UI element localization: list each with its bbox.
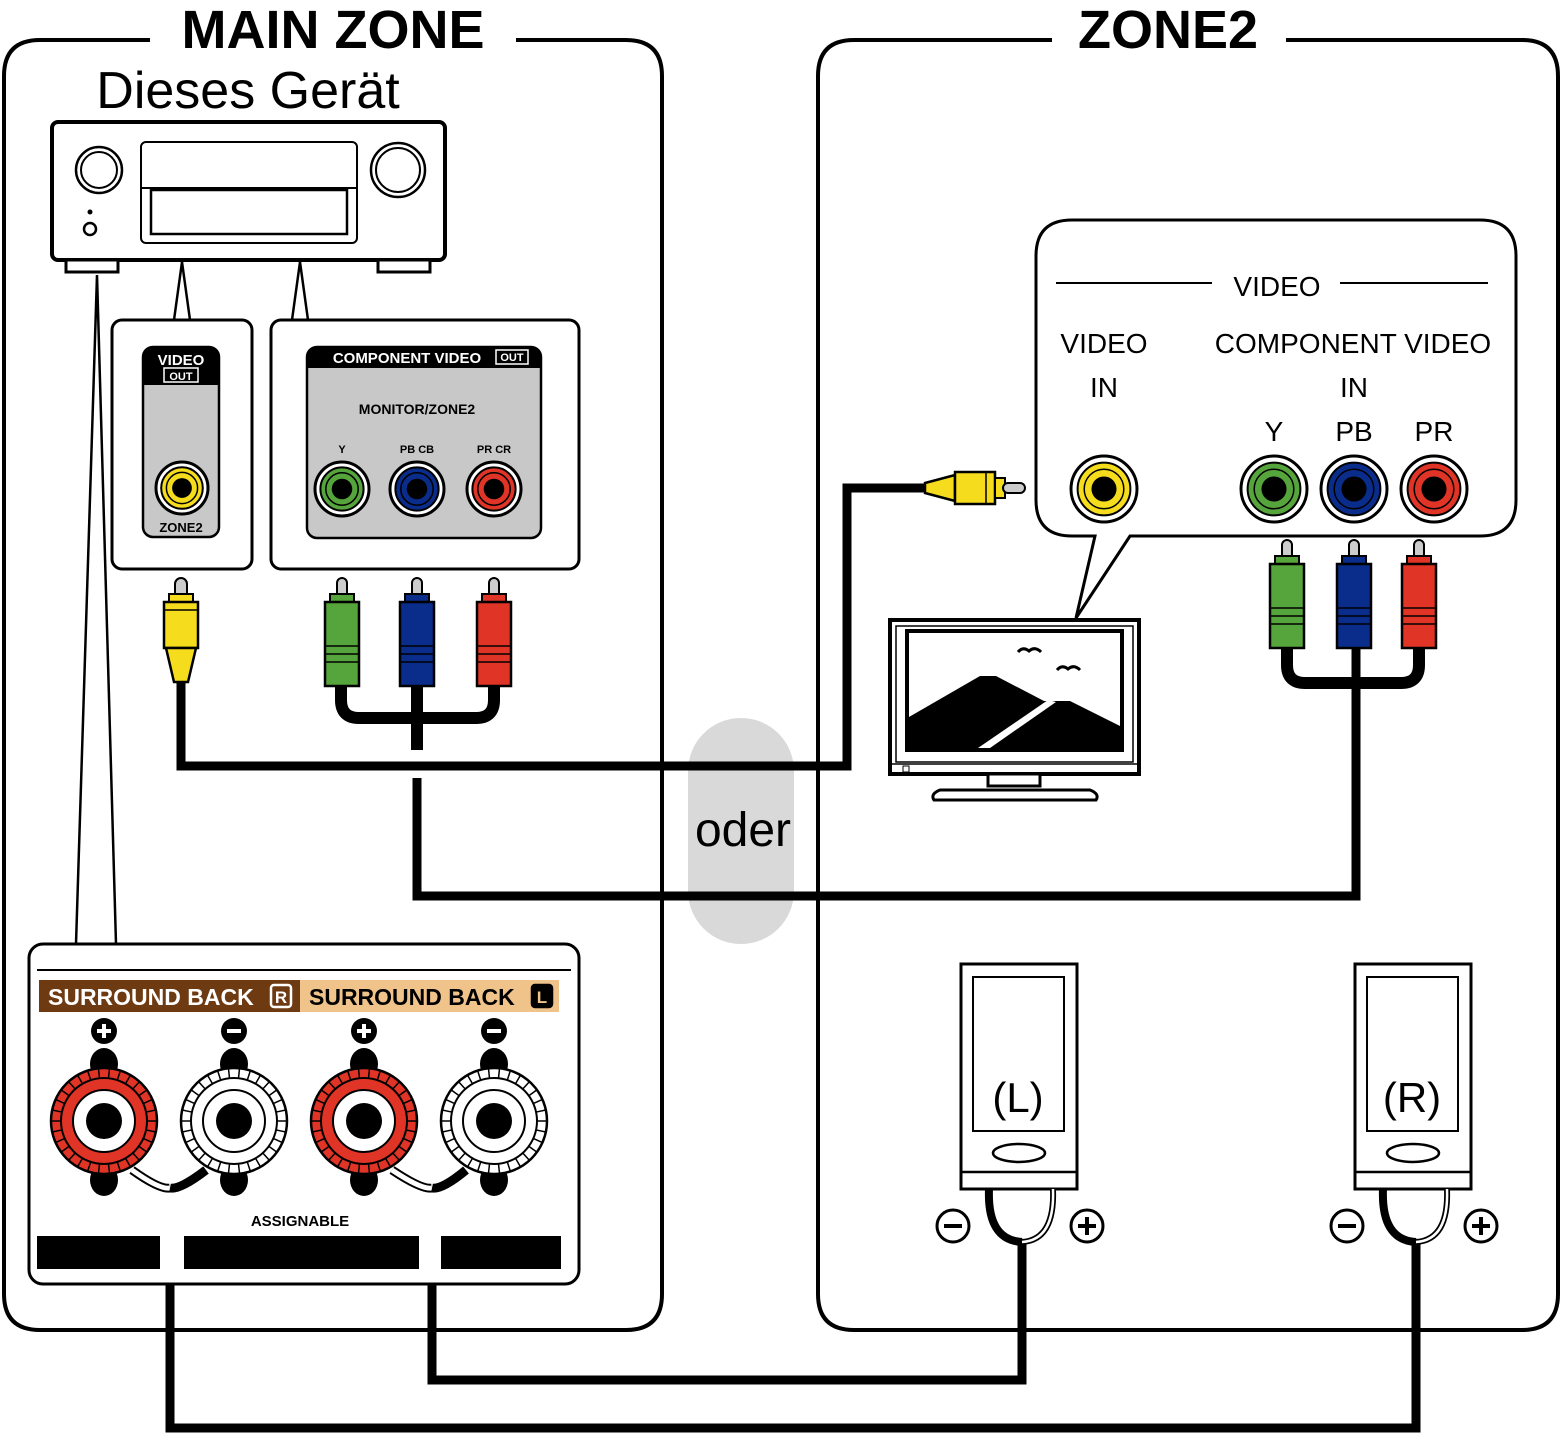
assignable-label: ASSIGNABLE: [251, 1213, 349, 1230]
tv-component-jack-label: Y: [1265, 416, 1284, 447]
video-out-jack[interactable]: [154, 460, 210, 516]
surround-back-label: SURROUND BACK: [309, 984, 515, 1010]
composite-plug: [162, 577, 200, 684]
power-button-icon: [82, 221, 98, 237]
tv-input-panel: VIDEO VIDEO IN COMPONENT VIDEO IN Y PB PR: [1034, 218, 1518, 619]
component-plug: [398, 577, 436, 688]
speaker-left: (L): [935, 962, 1105, 1246]
tv-component-jack-label: PR: [1415, 416, 1454, 447]
positive-terminal[interactable]: [49, 1018, 159, 1196]
surround-back-label: SURROUND BACK: [48, 984, 254, 1010]
component-plug: [323, 577, 361, 688]
component-out-jack[interactable]: [313, 460, 371, 518]
component-out-jack-label: Y: [338, 444, 346, 456]
video-out-header: VIDEO: [158, 352, 205, 369]
positive-terminal[interactable]: [309, 1018, 419, 1196]
component-out-jack-label: PR CR: [477, 444, 511, 456]
component-in-label-2: IN: [1340, 372, 1368, 403]
composite-cable: [176, 483, 930, 771]
component-out-jack[interactable]: [465, 460, 523, 518]
speaker-terminal-panel: SURROUND BACK R SURROUND BACK L ASSIGNABLE: [27, 942, 581, 1286]
zone2-title: ZONE2: [1078, 0, 1258, 60]
minus-icon: [935, 1208, 971, 1244]
video-in-label-2: IN: [1090, 372, 1118, 403]
video-out-rca-jack[interactable]: [154, 460, 210, 516]
tv-component-in-jack[interactable]: [1239, 454, 1309, 524]
surround-back-badge: R: [275, 988, 287, 1007]
negative-terminal[interactable]: [439, 1018, 549, 1196]
component-in-label: COMPONENT VIDEO: [1215, 328, 1491, 359]
video-in-label: VIDEO: [1060, 328, 1147, 359]
tv-component-in-jack[interactable]: [1319, 454, 1389, 524]
plus-icon: [1069, 1208, 1105, 1244]
left-knob-icon: [74, 145, 124, 195]
component-cable: [412, 642, 1361, 901]
av-receiver: [50, 120, 447, 945]
composite-plug-tv: [923, 470, 1026, 506]
speaker-cable-right: [165, 1186, 1421, 1433]
component-out-badge: OUT: [500, 352, 524, 364]
speaker-label: (L): [992, 1074, 1043, 1121]
tv-video-in-jack[interactable]: [1069, 454, 1139, 524]
speaker-label: (R): [1383, 1074, 1441, 1121]
device-label: Dieses Gerät: [96, 62, 400, 120]
surround-back-label-bg: [39, 980, 300, 1012]
component-out-panel: COMPONENT VIDEO OUT MONITOR/ZONE2 Y PB CB…: [269, 318, 581, 571]
main-zone-title: MAIN ZONE: [182, 0, 485, 60]
speaker-right: (R): [1329, 962, 1499, 1246]
minus-icon: [1329, 1208, 1365, 1244]
component-out-jack[interactable]: [388, 460, 446, 518]
tv-component-in-jack[interactable]: [1399, 454, 1469, 524]
surround-back-badge: L: [537, 988, 547, 1007]
component-out-jack-label: PB CB: [400, 444, 434, 456]
tv-component-plug: [1400, 539, 1438, 650]
plus-icon: [1463, 1208, 1499, 1244]
video-out-badge: OUT: [169, 371, 193, 383]
main-zone: MAIN ZONE Dieses Gerät: [2, 0, 664, 1332]
alternative-separator: oder: [660, 700, 820, 960]
surround-back-label-bg: [300, 980, 559, 1012]
video-out-panel: VIDEO OUT ZONE2: [110, 318, 254, 571]
component-out-header: COMPONENT VIDEO: [333, 350, 482, 367]
tv-component-plug: [1335, 539, 1373, 650]
component-out-subtitle: MONITOR/ZONE2: [359, 401, 476, 417]
video-group-label: VIDEO: [1233, 271, 1320, 302]
oder-label: oder: [695, 804, 791, 857]
volume-knob-icon: [369, 141, 427, 199]
tv-component-jack-label: PB: [1335, 416, 1372, 447]
tv-icon: [888, 618, 1141, 802]
negative-terminal[interactable]: [179, 1018, 289, 1196]
tv-component-plug: [1268, 539, 1306, 650]
component-plug: [475, 577, 513, 688]
zone2: ZONE2: [816, 0, 1560, 1332]
video-out-jack-label: ZONE2: [159, 520, 202, 535]
